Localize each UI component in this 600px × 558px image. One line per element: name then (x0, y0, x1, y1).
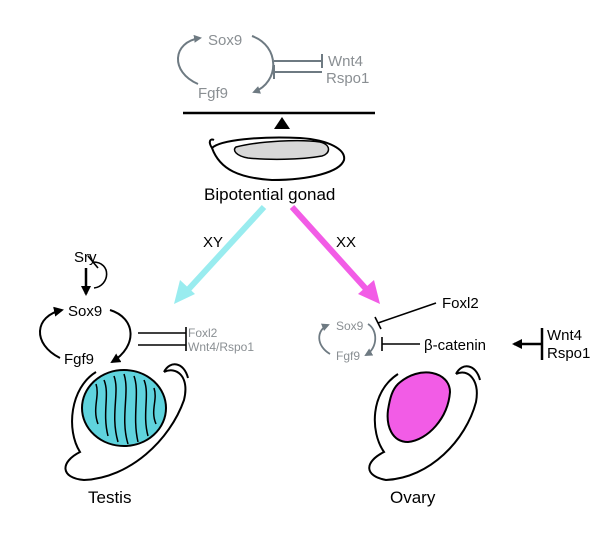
top-loop: Sox9 Fgf9 Wnt4 Rspo1 (177, 32, 369, 102)
ovary-rspo1-label: Rspo1 (547, 345, 590, 362)
foxl2-repression-line (377, 302, 437, 324)
xx-arrow-head (358, 280, 380, 304)
gonad-outline (210, 136, 346, 182)
xy-arrow-line (183, 204, 267, 295)
sry-label: Sry (74, 249, 97, 266)
ovary-tail (455, 365, 481, 381)
top-sox9-label: Sox9 (208, 32, 242, 49)
ovary-fgf9-label: Fgf9 (336, 349, 360, 363)
testis-fgf9-label: Fgf9 (64, 351, 94, 368)
balance-fulcrum (274, 117, 290, 129)
testis-body (81, 369, 167, 447)
testis-repression-bars (138, 327, 187, 351)
ovary-loop-right-arc (364, 323, 377, 357)
balance (183, 111, 375, 129)
bipotential-gonad: Bipotential gonad (204, 136, 346, 204)
xy-arrow-head (174, 280, 195, 304)
bipotential-label: Bipotential gonad (204, 185, 335, 204)
top-loop-left-arc (177, 34, 202, 85)
xx-label: XX (336, 234, 356, 251)
top-fgf9-label: Fgf9 (198, 85, 228, 102)
ovary-illustration (368, 365, 481, 482)
top-wnt4-label: Wnt4 (328, 53, 363, 70)
ovary-sox9-label: Sox9 (336, 319, 364, 333)
ovary-loop-left-arc (318, 323, 331, 355)
sry-self-repression (92, 261, 108, 289)
testis-label: Testis (88, 488, 131, 507)
top-repression-bars (273, 54, 323, 79)
xx-arrow-line (289, 204, 370, 293)
ovary-body (386, 371, 452, 444)
top-loop-right-arc (251, 35, 275, 94)
ovary-label: Ovary (390, 488, 436, 507)
testis-sox9-label: Sox9 (68, 303, 102, 320)
ovary-foxl2-label: Foxl2 (442, 295, 479, 312)
beta-catenin-label: β-catenin (424, 337, 486, 354)
testis-loop-right-arc (109, 309, 132, 364)
gonad-tail (208, 138, 215, 149)
xy-branch: XY (174, 204, 267, 304)
testis-foxl2-label: Foxl2 (188, 326, 218, 340)
testis-wnt4-rspo1-label: Wnt4/Rspo1 (188, 340, 254, 354)
gonad-core (233, 139, 330, 161)
top-rspo1-label: Rspo1 (326, 70, 369, 87)
xx-branch: XX (289, 204, 380, 304)
ovary-outline (368, 371, 478, 482)
xy-label: XY (203, 234, 223, 251)
testis-tubules (94, 373, 157, 445)
ovary-wnt4-label: Wnt4 (547, 327, 582, 344)
testis-pathway: Sry Sox9 Fgf9 Foxl2 Wnt4/Rspo1 (39, 249, 254, 507)
sry-repression-bar (87, 255, 99, 269)
foxl2-repression-bar (374, 316, 382, 330)
testis-illustration (64, 363, 189, 482)
testis-tail (163, 363, 189, 379)
testis-loop-left-arc (39, 306, 64, 359)
ovary-pathway: Foxl2 Sox9 Fgf9 β-catenin Wnt4 Rspo1 Ova… (318, 295, 590, 507)
testis-outline (64, 369, 187, 482)
